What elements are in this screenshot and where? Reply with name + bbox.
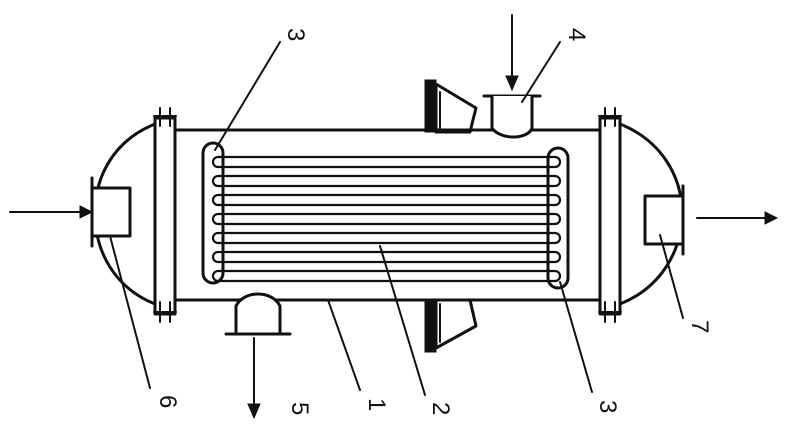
tube bbox=[211, 250, 562, 264]
tube bbox=[211, 212, 562, 226]
leader-1 bbox=[327, 299, 361, 391]
shell-inlet-nozzle bbox=[482, 94, 542, 139]
label-shell-inlet: 4 bbox=[563, 28, 590, 41]
tube bbox=[211, 269, 562, 283]
shell-inlet-arrow-icon bbox=[505, 14, 519, 92]
label-tube-sheet-left: 3 bbox=[282, 28, 309, 41]
leader-7 bbox=[659, 234, 684, 319]
left-flange bbox=[153, 107, 177, 323]
support-saddle-bottom bbox=[424, 298, 478, 353]
tube bbox=[211, 174, 562, 188]
support-saddle-top bbox=[424, 79, 478, 134]
shell-outlet-nozzle bbox=[224, 292, 292, 336]
tube-bundle bbox=[211, 155, 562, 283]
leader-6 bbox=[109, 235, 151, 389]
tube-inlet-nozzle bbox=[90, 176, 132, 248]
label-tube-inlet: 6 bbox=[154, 395, 181, 408]
tube bbox=[211, 231, 562, 245]
label-tube-bundle: 2 bbox=[427, 402, 454, 415]
tube bbox=[211, 193, 562, 207]
label-shell: 1 bbox=[363, 398, 390, 411]
tube-sheet-right bbox=[546, 146, 570, 290]
tube bbox=[211, 155, 562, 169]
leader-2 bbox=[379, 245, 426, 396]
tube-inlet-arrow-icon bbox=[9, 205, 94, 219]
tube-outlet-arrow-icon bbox=[696, 211, 779, 225]
label-tube-outlet: 7 bbox=[686, 320, 713, 333]
leader-3-left bbox=[214, 41, 281, 151]
right-flange bbox=[598, 107, 622, 323]
tube-outlet-nozzle bbox=[643, 184, 685, 256]
shell-outlet-arrow-icon bbox=[247, 337, 261, 420]
label-shell-outlet: 5 bbox=[286, 402, 313, 415]
leader-4 bbox=[521, 41, 561, 103]
label-tube-sheet-right: 3 bbox=[594, 400, 621, 413]
leader-3-right bbox=[559, 281, 593, 393]
